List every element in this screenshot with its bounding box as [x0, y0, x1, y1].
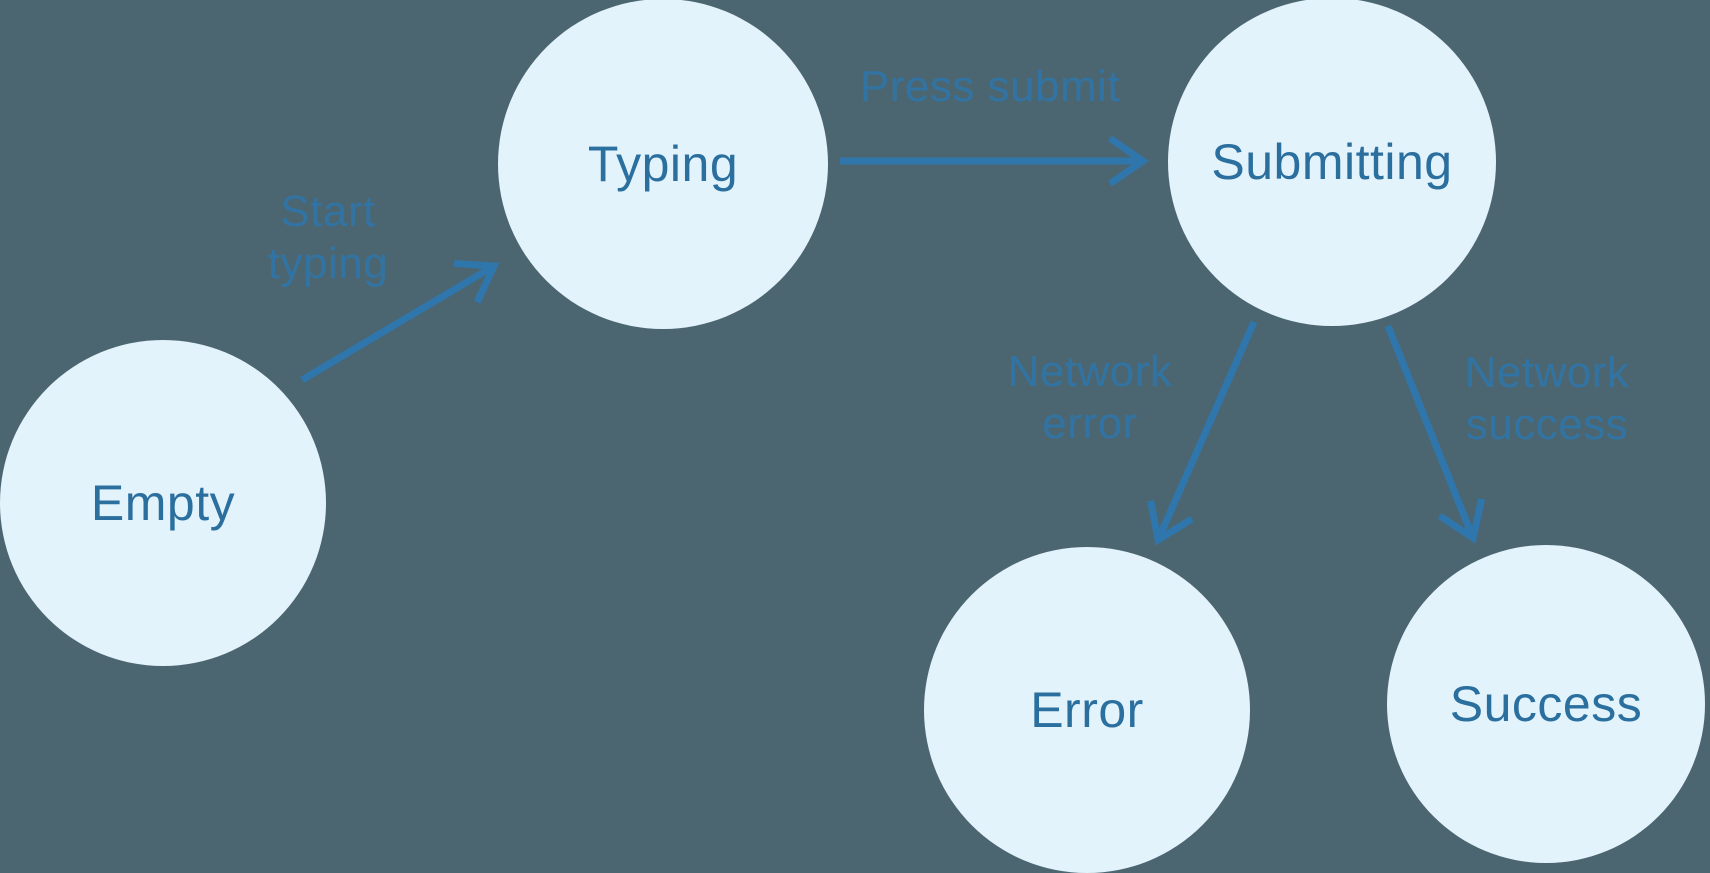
arrowhead-icon: [1147, 500, 1194, 546]
state-label: Error: [1030, 682, 1144, 738]
state-node-submitting: Submitting: [1168, 0, 1496, 326]
transition-line: [1384, 324, 1477, 540]
transition-network-error: [1147, 320, 1258, 546]
arrowhead-icon: [1108, 135, 1150, 187]
transition-label-line: error: [1042, 399, 1138, 448]
state-node-success: Success: [1387, 545, 1705, 863]
state-node-typing: Typing: [498, 0, 828, 329]
transition-press-submit: [840, 135, 1150, 187]
transition-label-press-submit: Press submit: [860, 61, 1120, 113]
transition-line: [300, 262, 496, 384]
arrowhead-icon: [1437, 498, 1486, 544]
transition-label-line: success: [1465, 400, 1629, 449]
arrowhead-icon: [453, 259, 500, 304]
state-node-empty: Empty: [0, 340, 326, 666]
state-label: Typing: [587, 136, 739, 192]
transition-start-typing: [300, 259, 500, 384]
state-node-error: Error: [924, 547, 1250, 873]
transition-network-success: [1384, 324, 1486, 544]
transition-label-line: Start: [280, 187, 376, 236]
transition-label-line: Press submit: [859, 62, 1121, 111]
transition-label-line: typing: [267, 239, 389, 288]
transition-line: [1154, 320, 1258, 542]
transition-label-line: Network: [1007, 347, 1173, 396]
transition-label-line: Network: [1464, 348, 1630, 397]
state-label: Success: [1449, 676, 1643, 732]
state-label: Empty: [90, 475, 236, 531]
state-label: Submitting: [1211, 134, 1453, 190]
